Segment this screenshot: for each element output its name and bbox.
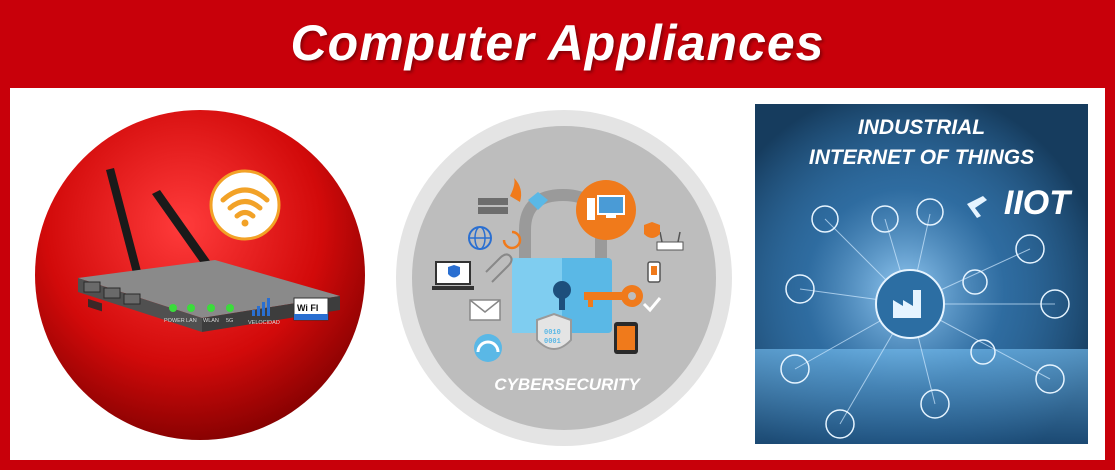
- paperclip-icon: [485, 253, 513, 283]
- led-label-lan: LAN: [186, 318, 197, 324]
- shield-icon: [536, 312, 572, 350]
- led-label-power: POWER: [164, 318, 185, 324]
- phone-icon: [647, 261, 661, 283]
- airplane-icon: [967, 196, 987, 218]
- speedometer-icon: [474, 334, 502, 362]
- refresh-icon: [502, 230, 522, 250]
- led-label-5g: 5G: [226, 318, 233, 324]
- wifi-icon: [209, 169, 281, 241]
- router-brand: Wi FI: [297, 303, 318, 313]
- diamond-icon: [528, 192, 548, 210]
- binary-line-1: 0010: [544, 329, 561, 337]
- led-row: [169, 304, 234, 312]
- iiot-illustration: INDUSTRIAL INTERNET OF THINGS IIOT: [755, 104, 1088, 444]
- antenna-icon: [106, 168, 220, 279]
- router-small-icon: [656, 231, 684, 251]
- laptop-icon: [432, 261, 474, 290]
- iiot-line-1: INDUSTRIAL: [857, 116, 986, 139]
- computer-icon: [576, 180, 636, 240]
- firewall-icon: [478, 178, 522, 214]
- tablet-icon: [614, 322, 638, 354]
- globe-icon: [468, 226, 492, 250]
- iiot-line-3: IIOT: [1003, 184, 1070, 222]
- signal-label: VELOCIDAD: [248, 320, 280, 326]
- iiot-line-2: INTERNET OF THINGS: [808, 146, 1035, 169]
- small-shield-icon: [644, 222, 660, 238]
- cybersecurity-illustration: 0010 0001 CYBERSECURITY: [392, 100, 740, 450]
- binary-line-2: 0001: [544, 338, 561, 346]
- check-icon: [642, 297, 662, 313]
- cybersecurity-label: CYBERSECURITY: [494, 375, 640, 394]
- router-illustration: POWER LAN WLAN 5G VELOCIDAD Wi FI: [30, 100, 375, 450]
- key-icon: [584, 285, 643, 307]
- title-banner: Computer Appliances: [0, 0, 1115, 88]
- router-icon: [78, 260, 340, 332]
- factory-hub-icon: [875, 269, 945, 339]
- led-label-wlan: WLAN: [203, 318, 219, 324]
- iot-node-icons: [780, 198, 1070, 439]
- signal-bars: [252, 298, 270, 316]
- envelope-icon: [469, 299, 501, 321]
- page-title: Computer Appliances: [290, 15, 825, 71]
